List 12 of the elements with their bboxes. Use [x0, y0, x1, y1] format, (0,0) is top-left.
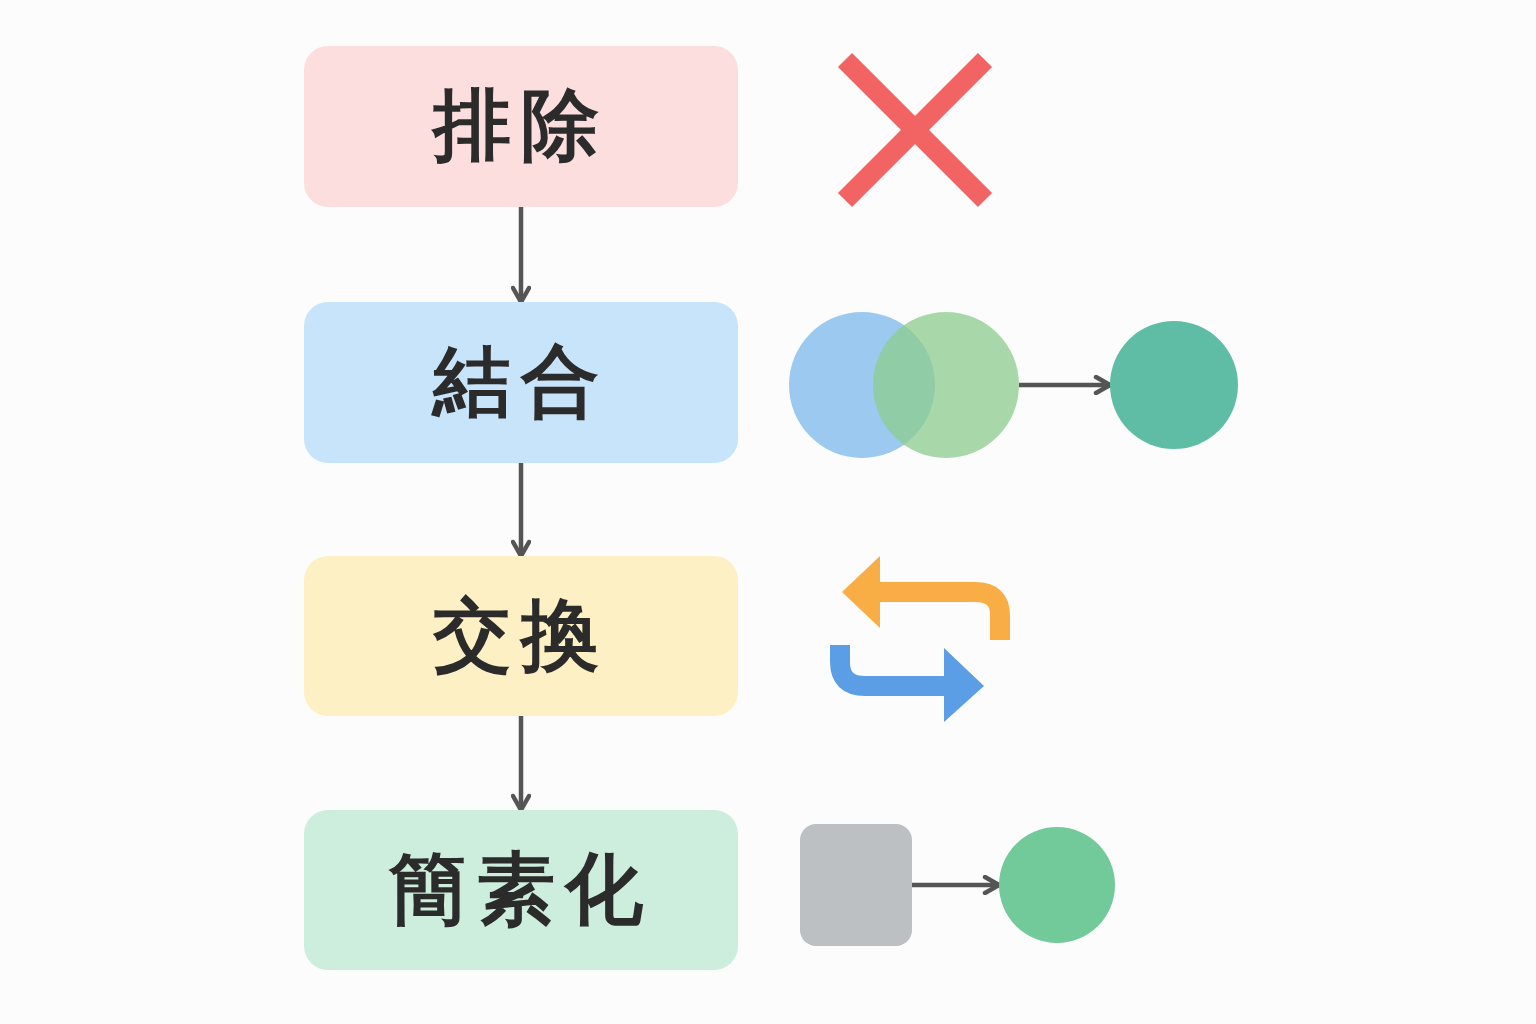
step-box [304, 302, 738, 463]
step-box [304, 556, 738, 716]
arrow [510, 716, 532, 813]
step-label: 排除 [433, 79, 609, 172]
step-box [304, 46, 738, 207]
step-box [304, 810, 738, 970]
arrow [510, 207, 532, 305]
step-label: 簡素化 [389, 842, 653, 936]
arrow [510, 463, 532, 559]
step-label: 結合 [433, 335, 609, 428]
square-shape [800, 824, 912, 946]
step-label: 交換 [433, 588, 609, 682]
